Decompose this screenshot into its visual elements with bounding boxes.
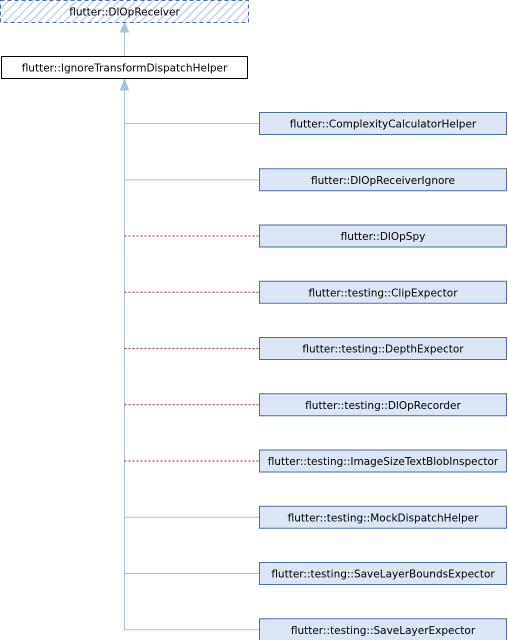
derived-node-label: flutter::testing::DepthExpector — [302, 344, 464, 356]
derived-node-label: flutter::ComplexityCalculatorHelper — [290, 119, 477, 131]
derived-node-label: flutter::testing::DlOpRecorder — [305, 400, 461, 412]
derived-node[interactable]: flutter::testing::SaveLayerBoundsExpecto… — [259, 562, 507, 585]
interface-node-label: flutter::DlOpReceiver — [69, 7, 180, 19]
derived-node[interactable]: flutter::testing::DlOpRecorder — [259, 393, 507, 417]
derived-node[interactable]: flutter::testing::SaveLayerExpector — [259, 618, 507, 640]
base-node-ignoretransformdispatchhelper[interactable]: flutter::IgnoreTransformDispatchHelper — [1, 56, 248, 79]
derived-node-label: flutter::testing::SaveLayerExpector — [291, 625, 476, 637]
derived-node-label: flutter::testing::SaveLayerBoundsExpecto… — [271, 569, 495, 581]
derived-node-label: flutter::DlOpSpy — [341, 231, 426, 243]
derived-node-label: flutter::testing::ClipExpector — [308, 287, 458, 299]
derived-node[interactable]: flutter::testing::ImageSizeTextBlobInspe… — [259, 449, 507, 473]
derived-node[interactable]: flutter::DlOpReceiverIgnore — [259, 168, 507, 192]
derived-node[interactable]: flutter::testing::MockDispatchHelper — [259, 505, 507, 529]
base-node-label: flutter::IgnoreTransformDispatchHelper — [22, 63, 228, 75]
inherit-edge-base-to-interface — [119, 21, 130, 56]
derived-nodes: flutter::ComplexityCalculatorHelperflutt… — [259, 112, 507, 640]
derived-node[interactable]: flutter::ComplexityCalculatorHelper — [259, 112, 507, 135]
inherit-edge-trunk — [119, 77, 130, 630]
derived-node-label: flutter::DlOpReceiverIgnore — [311, 175, 455, 187]
interface-node-dlopreceiver[interactable]: flutter::DlOpReceiver — [0, 0, 249, 23]
derived-node[interactable]: flutter::testing::ClipExpector — [259, 280, 507, 304]
derived-node-label: flutter::testing::ImageSizeTextBlobInspe… — [268, 456, 499, 468]
derived-node-label: flutter::testing::MockDispatchHelper — [288, 512, 479, 524]
edges — [119, 21, 260, 631]
derived-node[interactable]: flutter::testing::DepthExpector — [259, 337, 507, 360]
derived-node[interactable]: flutter::DlOpSpy — [259, 224, 507, 248]
